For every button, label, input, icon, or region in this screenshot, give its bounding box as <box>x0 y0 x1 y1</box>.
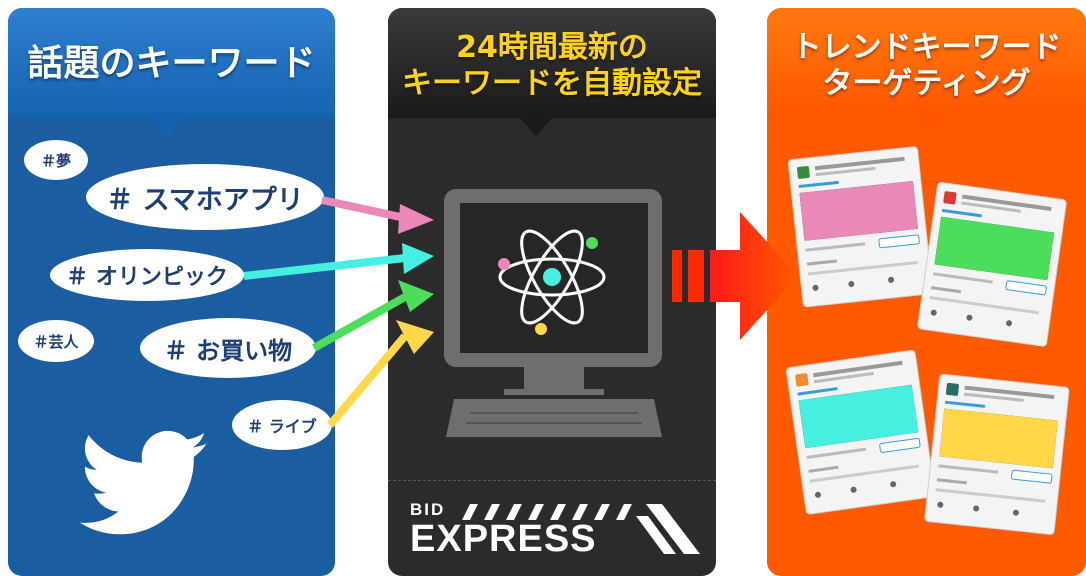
keyword-bubble-comedian: ＃芸人 <box>18 320 94 362</box>
twitter-bird-icon <box>79 430 208 535</box>
ad-card-yellow <box>924 373 1070 536</box>
logo-divider <box>388 480 716 481</box>
header-notch <box>152 118 184 136</box>
arrow-yellow <box>326 320 434 428</box>
header-notch <box>915 118 947 136</box>
atom-icon <box>498 229 606 335</box>
logo-stripes <box>462 504 700 554</box>
keyword-bubble-live: ＃ ライブ <box>232 400 332 450</box>
panel-title-line1: トレンドキーワード <box>791 30 1062 65</box>
arrow-pink <box>321 196 434 234</box>
panel-title: 話題のキーワード <box>27 43 316 84</box>
keyword-bubble-smartphone-app: ＃ スマホアプリ <box>86 164 324 230</box>
panel-header: トレンドキーワード ターゲティング <box>767 8 1086 118</box>
ad-card-green <box>916 181 1068 348</box>
ad-cards <box>785 145 1070 536</box>
big-arrow-icon <box>672 212 798 340</box>
ad-card-pink <box>787 145 934 308</box>
logo-text-bid: BID <box>410 500 446 519</box>
panel-title: トレンドキーワード ターゲティング <box>767 30 1086 102</box>
panel-title: 24時間最新の キーワードを自動設定 <box>388 30 716 102</box>
keyword-bubble-shopping: ＃ お買い物 <box>140 318 316 378</box>
ad-card-cyan <box>785 349 936 516</box>
panel-title-line1: 24時間最新の <box>456 30 648 65</box>
panel-header: 話題のキーワード <box>8 8 335 118</box>
panel-title-line2: ターゲティング <box>822 66 1031 101</box>
logo-text-express: EXPRESS <box>410 518 597 560</box>
keyword-bubble-olympics: ＃ オリンピック <box>50 249 244 301</box>
arrow-green <box>312 280 434 352</box>
panel-title-line2: キーワードを自動設定 <box>402 66 702 101</box>
header-notch <box>520 118 552 136</box>
panel-header: 24時間最新の キーワードを自動設定 <box>388 8 716 118</box>
keyword-bubble-dream: ＃夢 <box>24 140 88 180</box>
arrow-cyan <box>243 243 434 280</box>
